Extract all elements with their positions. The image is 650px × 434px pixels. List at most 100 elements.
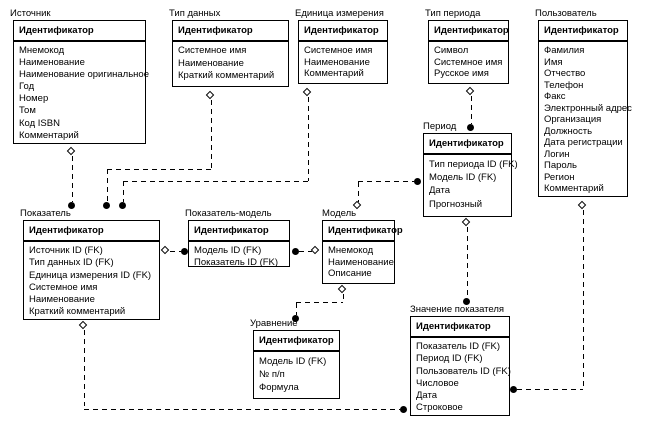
- entity-pk-header: Идентификатор: [299, 21, 387, 42]
- entity-attribute: Системное имя: [29, 281, 98, 293]
- cardinality-diamond-icon: [205, 90, 215, 100]
- relationship-line: [471, 96, 472, 124]
- entity-title: Значение показателя: [410, 304, 505, 315]
- entity-attribute: Дата: [416, 390, 438, 402]
- entity-attribute: Наименование: [304, 56, 370, 68]
- entity-attribute: Наименование: [19, 57, 85, 69]
- entity-title: Показатель: [20, 208, 71, 219]
- entity-attribute: Наименование: [178, 57, 244, 69]
- entity-indicator[interactable]: Показатель Идентификатор Источник ID (FK…: [20, 207, 160, 320]
- entity-attribute: Формула: [259, 382, 299, 393]
- entity-title: Источник: [10, 8, 51, 19]
- entity-title: Уравнение: [250, 318, 298, 329]
- entity-attribute: Наименование: [328, 256, 394, 268]
- relationship-line: [211, 100, 212, 169]
- entity-attribute: Прогнозный: [429, 198, 483, 210]
- entity-period[interactable]: Период Идентификатор Тип периода ID (FK)…: [423, 120, 518, 217]
- entity-attributes: Источник ID (FK)Тип данных ID (FK)Единиц…: [24, 242, 159, 319]
- entity-pk-header: Идентификатор: [189, 221, 289, 242]
- cardinality-diamond-icon: [302, 87, 312, 97]
- entity-unit[interactable]: Единица измерения Идентификатор Системно…: [295, 7, 388, 84]
- relationship-line: [84, 330, 85, 406]
- entity-attribute: Показатель ID (FK): [416, 341, 501, 352]
- entity-title: Модель: [322, 208, 357, 219]
- entity-attribute: Тип данных ID (FK): [29, 257, 114, 269]
- entity-attribute: Дата: [429, 185, 451, 197]
- relationship-line: [107, 169, 108, 202]
- entity-attribute: Организация: [544, 114, 602, 125]
- entity-attribute: Электронный адрес: [544, 102, 632, 114]
- entity-title: Единица измерения: [295, 8, 384, 19]
- entity-pk-header: Идентификатор: [14, 21, 145, 42]
- entity-indicator-model[interactable]: Показатель-модель Идентификатор Модель I…: [185, 207, 290, 268]
- cardinality-dot-icon: [292, 248, 299, 255]
- relationship-line: [343, 294, 344, 302]
- entity-attribute: Наименование оригинальное: [19, 69, 149, 81]
- entity-attribute: Логин: [544, 148, 570, 160]
- cardinality-dot-icon: [510, 386, 517, 393]
- entity-attribute: Код ISBN: [19, 117, 60, 129]
- entity-attribute: Пароль: [544, 160, 577, 171]
- relationship-line: [84, 409, 400, 410]
- entity-indicator-value[interactable]: Значение показателя Идентификатор Показа…: [410, 303, 511, 416]
- entity-box: Идентификатор Показатель ID (FK)Период I…: [410, 316, 511, 416]
- entity-attribute: Описание: [328, 268, 372, 280]
- entity-pk-header: Идентификатор: [323, 221, 403, 242]
- relationship-line: [72, 156, 73, 202]
- entity-attribute: Комментарий: [19, 129, 79, 141]
- entity-box: Идентификатор Тип периода ID (FK)Модель …: [423, 133, 518, 217]
- entity-attribute: Строковое: [416, 402, 463, 414]
- entity-title: Показатель-модель: [185, 208, 272, 219]
- relationship-line: [583, 210, 584, 386]
- cardinality-dot-icon: [103, 202, 110, 209]
- entity-attribute: Краткий комментарий: [29, 306, 126, 318]
- relationship-line: [467, 227, 468, 298]
- relationship-line: [123, 181, 308, 182]
- entity-attribute: Мнемокод: [328, 245, 374, 256]
- entity-attribute: Период ID (FK): [416, 353, 483, 365]
- entity-attribute: Том: [19, 105, 36, 117]
- entity-attribute: Телефон: [544, 79, 584, 91]
- relationship-line: [170, 251, 181, 252]
- entity-pk-header: Идентификатор: [539, 21, 627, 42]
- entity-attributes: Показатель ID (FK)Период ID (FK)Пользова…: [411, 338, 511, 415]
- cardinality-diamond-icon: [337, 284, 347, 294]
- entity-title: Тип данных: [169, 8, 221, 19]
- entity-pk-header: Идентификатор: [254, 331, 339, 352]
- entity-attribute: № п/п: [259, 369, 285, 380]
- entity-attribute: Символ: [434, 45, 469, 56]
- entity-attribute: Номер: [19, 93, 49, 105]
- relationship-line: [308, 97, 309, 181]
- entity-attributes: Модель ID (FK)Показатель ID (FK): [189, 242, 289, 268]
- entity-box: Идентификатор Источник ID (FK)Тип данных…: [23, 220, 160, 320]
- relationship-line: [123, 181, 124, 202]
- cardinality-dot-icon: [292, 315, 299, 322]
- relationship-line: [107, 169, 211, 170]
- entity-attribute: Системное имя: [304, 45, 373, 56]
- entity-attribute: Системное имя: [434, 56, 503, 68]
- cardinality-dot-icon: [414, 178, 421, 185]
- entity-equation[interactable]: Уравнение Идентификатор Модель ID (FK)№ …: [250, 317, 340, 399]
- cardinality-dot-icon: [467, 124, 474, 131]
- cardinality-diamond-icon: [577, 200, 587, 210]
- entity-attribute: Отчество: [544, 68, 586, 79]
- cardinality-dot-icon: [181, 248, 188, 255]
- entity-title: Тип периода: [425, 8, 481, 19]
- cardinality-diamond-icon: [78, 320, 88, 330]
